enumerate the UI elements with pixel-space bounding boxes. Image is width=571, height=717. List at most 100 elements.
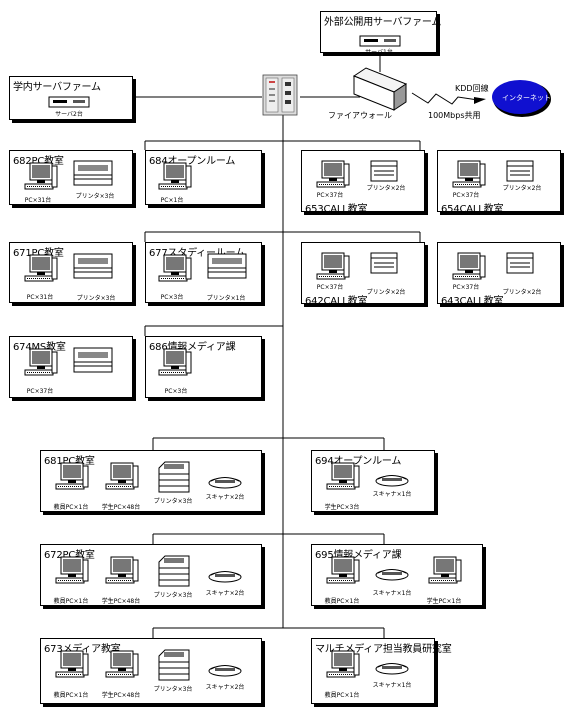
- printer2-icon: [370, 160, 398, 182]
- pc-icon: [24, 348, 58, 376]
- pc-label: 学生PC×1台: [426, 598, 462, 605]
- pc-icon: [452, 252, 486, 280]
- external-farm-title: 外部公開用サーバファーム: [324, 17, 442, 28]
- pc-icon: [452, 160, 486, 188]
- room-r642: 642CALL教室 PC×37台プリンタ×2台: [301, 242, 425, 307]
- printer-label: プリンタ×3台: [153, 592, 193, 599]
- printer-label: プリンタ×2台: [366, 289, 406, 296]
- scanner-icon: [208, 477, 242, 489]
- room-title: 674MS教室: [13, 342, 66, 353]
- internal-farm-title: 学内サーバファーム: [13, 82, 101, 93]
- room-title: 695情報メディア課: [315, 550, 402, 561]
- pc-icon: [326, 650, 360, 678]
- room-r684a: 684オープンルーム PC×1台: [145, 150, 262, 205]
- pc-label: 学生PC×48台: [101, 692, 141, 699]
- printer-label: プリンタ×3台: [75, 193, 115, 200]
- server-icon: [48, 96, 90, 108]
- printer-label: プリンタ×2台: [502, 289, 542, 296]
- server-icon: [359, 35, 401, 47]
- kdd-label: KDD回線: [455, 84, 489, 93]
- pc-label: 教員PC×1台: [53, 598, 89, 605]
- pc-label: 教員PC×1台: [53, 504, 89, 511]
- printer-label: プリンタ×3台: [76, 295, 116, 302]
- room-r682: 682PC教室 PC×31台 プリンタ×3台: [9, 150, 133, 205]
- scanner-label: スキャナ×2台: [205, 494, 245, 501]
- room-title: 671PC教室: [13, 248, 64, 259]
- core-switch-icon: [262, 74, 298, 116]
- room-r673: 673メディア教室教員PC×1台 学生PC×48台 プリンタ×3台 スキャナ×2台: [40, 638, 262, 704]
- firewall-label: ファイアウォール: [328, 111, 392, 120]
- scanner-label: スキャナ×1台: [372, 682, 412, 689]
- room-title: 654CALL教室: [441, 204, 504, 215]
- room-r643: 643CALL教室 PC×37台プリンタ×2台: [437, 242, 561, 307]
- firewall-icon: [352, 67, 408, 111]
- pc-icon: [55, 462, 89, 490]
- pc-icon: [158, 348, 192, 376]
- pc-label: PC×31台: [24, 197, 52, 204]
- pc-label: PC×3台: [164, 388, 188, 395]
- room-r677: 677スタディールーム PC×3台 プリンタ×1台: [145, 242, 262, 303]
- room-title: 672PC教室: [44, 550, 95, 561]
- room-r671: 671PC教室 PC×31台 プリンタ×3台: [9, 242, 133, 303]
- pc-label: PC×37台: [452, 192, 480, 199]
- pc-icon: [55, 556, 89, 584]
- room-title: 682PC教室: [13, 156, 64, 167]
- room-r686: 686情報メディア課 PC×3台: [145, 336, 262, 398]
- pc-icon: [24, 162, 58, 190]
- room-title: 677スタディールーム: [149, 248, 245, 259]
- printer-label: プリンタ×1台: [206, 295, 246, 302]
- pc-icon: [105, 556, 139, 584]
- pc-label: PC×3台: [160, 294, 184, 301]
- printer2-icon: [506, 252, 534, 274]
- server-label: サーバ1台: [365, 49, 393, 56]
- pc-icon: [326, 462, 360, 490]
- pc-label: 教員PC×1台: [324, 692, 360, 699]
- room-r695: 695情報メディア課教員PC×1台 スキャナ×1台学生PC×1台: [311, 544, 483, 606]
- printer-label: プリンタ×3台: [153, 498, 193, 505]
- pc-icon: [428, 556, 462, 584]
- pc-label: 学生PC×48台: [101, 598, 141, 605]
- internet-cloud-icon: [492, 80, 551, 117]
- pc-label: PC×37台: [316, 284, 344, 291]
- scanner-label: スキャナ×2台: [205, 684, 245, 691]
- scanner-label: スキャナ×1台: [372, 491, 412, 498]
- pc-icon: [158, 162, 192, 190]
- room-rmm: マルチメディア担当教員研究室教員PC×1台スキャナ×1台: [311, 638, 452, 704]
- pc-label: 学生PC×48台: [101, 504, 141, 511]
- printer-label: プリンタ×2台: [502, 185, 542, 192]
- scanner-icon: [375, 663, 409, 675]
- lbp-icon: [158, 649, 190, 681]
- printer2-icon: [506, 160, 534, 182]
- internal-server-farm: 学内サーバファーム サーバ2台: [9, 76, 133, 120]
- pc-icon: [316, 252, 350, 280]
- room-title: 643CALL教室: [441, 296, 504, 307]
- lbp-icon: [158, 555, 190, 587]
- pc-label: PC×37台: [316, 192, 344, 199]
- scanner-label: スキャナ×1台: [372, 590, 412, 597]
- external-server-farm: 外部公開用サーバファーム サーバ1台: [320, 11, 441, 56]
- room-title: 684オープンルーム: [149, 156, 236, 167]
- room-title: 686情報メディア課: [149, 342, 236, 353]
- room-r654: 654CALL教室 PC×37台 プリンタ×2台: [437, 150, 561, 215]
- pc-label: 教員PC×1台: [53, 692, 89, 699]
- pc-label: PC×31台: [26, 294, 54, 301]
- printer-label: プリンタ×3台: [153, 686, 193, 693]
- printer-label: プリンタ×2台: [366, 185, 406, 192]
- pc-label: 教員PC×1台: [324, 598, 360, 605]
- room-r672: 672PC教室教員PC×1台 学生PC×48台 プリンタ×3台 スキャナ×2台: [40, 544, 262, 606]
- pc-label: PC×37台: [452, 284, 480, 291]
- room-title: 694オープンルーム: [315, 456, 402, 467]
- printer-icon: [73, 253, 113, 279]
- room-title: 642CALL教室: [305, 296, 368, 307]
- pc-label: PC×37台: [26, 388, 54, 395]
- internet-label: インターネット: [502, 94, 551, 102]
- scanner-label: スキャナ×2台: [205, 590, 245, 597]
- scanner-icon: [208, 571, 242, 583]
- bandwidth-label: 100Mbps共用: [428, 111, 481, 120]
- room-title: 673メディア教室: [44, 644, 121, 655]
- pc-icon: [105, 650, 139, 678]
- pc-icon: [24, 254, 58, 282]
- pc-label: PC×1台: [160, 197, 184, 204]
- pc-icon: [326, 556, 360, 584]
